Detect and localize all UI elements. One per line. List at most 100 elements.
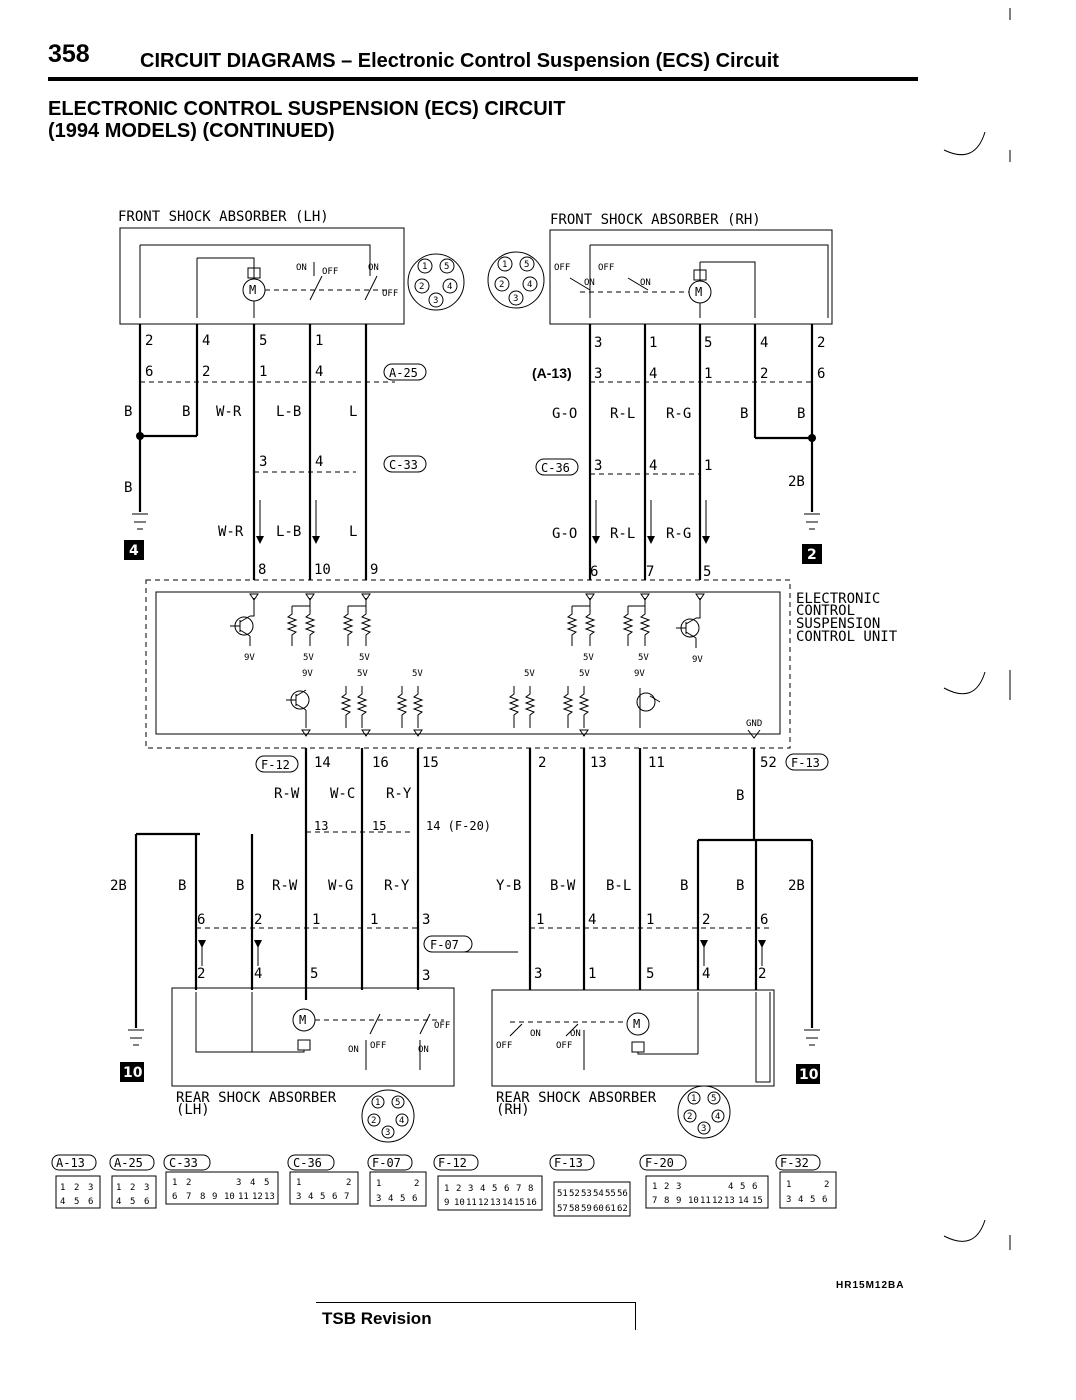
svg-text:1: 1 — [652, 1182, 657, 1192]
svg-text:4: 4 — [60, 1197, 65, 1207]
svg-text:OFF: OFF — [598, 263, 614, 273]
svg-text:(A-13): (A-13) — [532, 365, 572, 381]
connector-f13-tag: F-13 — [785, 753, 829, 771]
svg-text:R-L: R-L — [610, 526, 635, 542]
svg-text:W-R: W-R — [218, 524, 244, 540]
svg-text:12: 12 — [478, 1198, 489, 1208]
svg-text:B: B — [236, 878, 244, 894]
svg-text:4: 4 — [308, 1192, 313, 1202]
svg-text:4: 4 — [480, 1184, 485, 1194]
svg-text:6: 6 — [332, 1192, 337, 1202]
svg-text:B: B — [124, 404, 132, 420]
svg-text:R-Y: R-Y — [386, 786, 412, 802]
svg-text:B-W: B-W — [550, 878, 576, 894]
svg-text:B-L: B-L — [606, 878, 631, 894]
svg-text:ELECTRONIC: ELECTRONIC — [796, 591, 880, 607]
svg-text:2: 2 — [419, 282, 424, 292]
svg-text:3: 3 — [468, 1184, 473, 1194]
svg-text:1: 1 — [502, 260, 507, 270]
svg-text:3: 3 — [296, 1192, 301, 1202]
svg-text:10: 10 — [454, 1198, 465, 1208]
svg-text:5V: 5V — [359, 653, 370, 663]
svg-text:14 (F-20): 14 (F-20) — [426, 819, 491, 833]
svg-text:6: 6 — [172, 1192, 177, 1202]
connector-c33-tag: C-33 — [383, 455, 427, 473]
svg-text:10: 10 — [224, 1192, 235, 1202]
rear-wire-labels: R-W W-C R-Y 13 15 14 (F-20) B 2B B B R-W… — [110, 786, 805, 894]
svg-text:REAR SHOCK ABSORBER: REAR SHOCK ABSORBER — [496, 1090, 657, 1106]
svg-text:4: 4 — [254, 966, 262, 982]
svg-text:3: 3 — [422, 968, 430, 984]
svg-text:11: 11 — [700, 1196, 711, 1206]
svg-text:52: 52 — [760, 755, 777, 771]
svg-text:2: 2 — [824, 1180, 829, 1190]
svg-text:8: 8 — [200, 1192, 205, 1202]
tsb-revision-box: TSB Revision — [316, 1302, 636, 1330]
svg-text:1: 1 — [370, 912, 378, 928]
svg-text:ON: ON — [584, 278, 595, 288]
svg-text:A-13: A-13 — [56, 1156, 85, 1170]
svg-text:3: 3 — [259, 454, 267, 470]
svg-text:10: 10 — [799, 1067, 819, 1083]
svg-text:5: 5 — [320, 1192, 325, 1202]
svg-text:Y-B: Y-B — [496, 878, 521, 894]
svg-text:3: 3 — [513, 294, 518, 304]
svg-text:4: 4 — [798, 1195, 803, 1205]
svg-text:F-20: F-20 — [645, 1156, 674, 1170]
svg-text:OFF: OFF — [496, 1041, 512, 1051]
svg-text:11: 11 — [466, 1198, 477, 1208]
ecu-internal-top: 9V 5V 5V 5V 5V 9V — [230, 593, 705, 665]
svg-text:7: 7 — [344, 1192, 349, 1202]
svg-text:GND: GND — [746, 719, 762, 729]
svg-text:4: 4 — [447, 282, 452, 292]
svg-text:ON: ON — [640, 278, 651, 288]
svg-text:F-07: F-07 — [372, 1156, 401, 1170]
front-rh-connector-face: 1 5 2 4 3 — [487, 251, 545, 309]
svg-text:13: 13 — [314, 819, 328, 833]
svg-text:1: 1 — [704, 458, 712, 474]
svg-text:13: 13 — [590, 755, 607, 771]
svg-text:5: 5 — [259, 333, 267, 349]
rear-wiring: 10 10 — [120, 748, 820, 1084]
svg-text:4: 4 — [399, 1116, 404, 1126]
connector-legend: A-13 1 2 3 4 5 6 A-25 1 2 3 4 5 6 C-33 1… — [51, 1154, 837, 1217]
svg-text:5: 5 — [310, 966, 318, 982]
svg-text:3: 3 — [376, 1194, 381, 1204]
svg-text:3: 3 — [676, 1182, 681, 1192]
svg-text:9V: 9V — [692, 655, 703, 665]
svg-text:1: 1 — [786, 1180, 791, 1190]
svg-text:4: 4 — [129, 543, 139, 559]
svg-text:OFF: OFF — [382, 289, 398, 299]
front-rh-label: FRONT SHOCK ABSORBER (RH) — [550, 212, 761, 228]
svg-text:5V: 5V — [524, 669, 535, 679]
svg-text:4: 4 — [715, 1112, 720, 1122]
svg-text:6: 6 — [822, 1195, 827, 1205]
svg-text:7: 7 — [652, 1196, 657, 1206]
rear-rh-box — [491, 989, 775, 1087]
front-lh-box — [119, 227, 405, 325]
svg-text:1: 1 — [691, 1094, 696, 1104]
section-title-line1: ELECTRONIC CONTROL SUSPENSION (ECS) CIRC… — [48, 98, 566, 120]
svg-text:9: 9 — [370, 562, 378, 578]
svg-text:5: 5 — [130, 1197, 135, 1207]
svg-text:W-G: W-G — [328, 878, 353, 894]
svg-text:53: 53 — [581, 1189, 592, 1199]
svg-text:7: 7 — [646, 564, 654, 580]
svg-text:B: B — [680, 878, 688, 894]
svg-text:52: 52 — [569, 1189, 580, 1199]
rear-lh-connector-face: 1 5 2 4 3 — [361, 1089, 415, 1143]
svg-text:ON: ON — [530, 1029, 541, 1039]
ecu-inner — [155, 591, 781, 735]
svg-text:1: 1 — [646, 912, 654, 928]
svg-text:1: 1 — [172, 1178, 177, 1188]
svg-text:58: 58 — [569, 1204, 580, 1214]
svg-text:6: 6 — [145, 364, 153, 380]
svg-text:L: L — [349, 404, 357, 420]
connector-a13-tag: (A-13) — [532, 365, 572, 381]
svg-text:13: 13 — [264, 1192, 275, 1202]
header-title: CIRCUIT DIAGRAMS – Electronic Control Su… — [140, 50, 779, 72]
svg-text:6: 6 — [412, 1194, 417, 1204]
svg-text:G-O: G-O — [552, 526, 577, 542]
svg-text:10: 10 — [314, 562, 331, 578]
